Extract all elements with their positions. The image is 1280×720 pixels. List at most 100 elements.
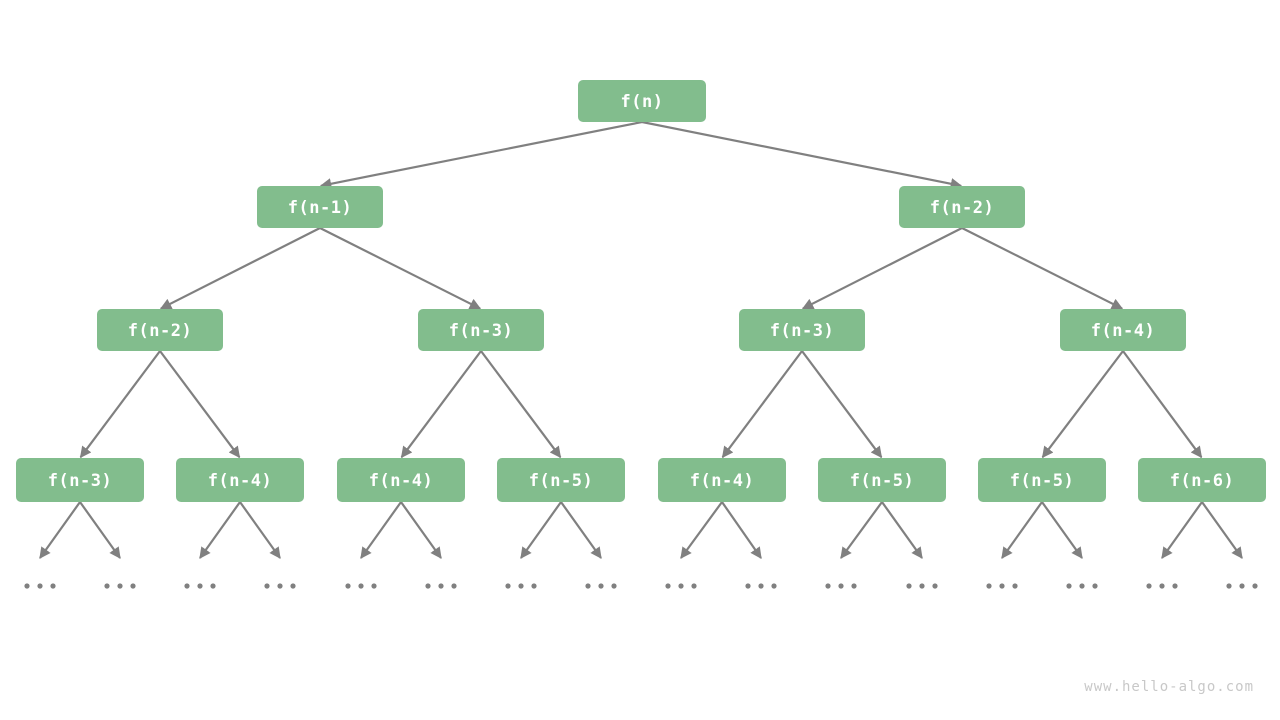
tree-edge	[1041, 350, 1124, 459]
tree-edge	[319, 120, 643, 190]
tree-edge-to-ellipsis	[1201, 501, 1243, 559]
ellipsis-dot	[518, 583, 524, 589]
ellipsis-group	[585, 583, 617, 589]
ellipsis-dot	[345, 583, 351, 589]
tree-node-box	[418, 309, 544, 351]
tree-node[interactable]: f(n-2)	[97, 309, 223, 351]
tree-edge	[801, 350, 883, 459]
tree-node-box	[337, 458, 465, 502]
tree-edge-to-ellipsis	[840, 501, 883, 559]
ellipsis-dot	[37, 583, 43, 589]
tree-node[interactable]: f(n)	[578, 80, 706, 122]
tree-edge	[721, 350, 803, 459]
tree-node[interactable]: f(n-1)	[257, 186, 383, 228]
ellipsis-group	[1066, 583, 1098, 589]
tree-edge	[480, 350, 562, 459]
ellipsis-dot	[999, 583, 1005, 589]
ellipsis-group	[505, 583, 537, 589]
ellipsis-dot	[585, 583, 591, 589]
ellipsis-dot	[104, 583, 110, 589]
tree-node[interactable]: f(n-3)	[16, 458, 144, 502]
ellipsis-group	[1226, 583, 1258, 589]
ellipsis-group	[1146, 583, 1178, 589]
tree-edge	[1122, 350, 1203, 459]
ellipsis-group	[906, 583, 938, 589]
tree-node-label: f(n-3)	[48, 471, 112, 491]
tree-edge	[79, 350, 161, 459]
ellipsis-dot	[425, 583, 431, 589]
tree-edge-to-ellipsis	[560, 501, 602, 559]
tree-node[interactable]: f(n-2)	[899, 186, 1025, 228]
ellipsis-dot	[838, 583, 844, 589]
tree-edge	[400, 350, 482, 459]
tree-node-box	[658, 458, 786, 502]
nodes-layer: f(n) f(n-1) f(n-2) f(n-2) f(n-3) f(n-3) f(n-4)…	[16, 80, 1266, 502]
ellipsis-dot	[264, 583, 270, 589]
ellipsis-dot	[371, 583, 377, 589]
tree-node-box	[578, 80, 706, 122]
ellipsis-dot	[1252, 583, 1258, 589]
tree-edge-to-ellipsis	[39, 501, 81, 559]
tree-node-label: f(n-3)	[449, 321, 513, 341]
ellipsis-group	[104, 583, 136, 589]
tree-node[interactable]: f(n-4)	[337, 458, 465, 502]
tree-node[interactable]: f(n-4)	[658, 458, 786, 502]
edges-layer	[39, 120, 1243, 559]
ellipsis-dot	[531, 583, 537, 589]
tree-node-box	[1060, 309, 1186, 351]
ellipsis-dot	[611, 583, 617, 589]
ellipsis-dot	[691, 583, 697, 589]
ellipsis-dot	[1239, 583, 1245, 589]
tree-node[interactable]: f(n-3)	[739, 309, 865, 351]
ellipsis-dot	[24, 583, 30, 589]
tree-node-box	[899, 186, 1025, 228]
tree-node-label: f(n-5)	[529, 471, 593, 491]
tree-node-box	[497, 458, 625, 502]
ellipsis-dot	[1012, 583, 1018, 589]
tree-edge-to-ellipsis	[680, 501, 723, 559]
tree-node-label: f(n-4)	[690, 471, 754, 491]
ellipsis-dot	[1172, 583, 1178, 589]
ellipsis-dot	[451, 583, 457, 589]
ellipsis-group	[665, 583, 697, 589]
tree-node-label: f(n-3)	[770, 321, 834, 341]
tree-edge	[961, 227, 1124, 310]
ellipsis-dot	[1092, 583, 1098, 589]
ellipsis-dot	[50, 583, 56, 589]
ellipsis-dot	[986, 583, 992, 589]
tree-node[interactable]: f(n-5)	[497, 458, 625, 502]
tree-node-box	[818, 458, 946, 502]
ellipsis-dot	[130, 583, 136, 589]
tree-node-box	[257, 186, 383, 228]
tree-node[interactable]: f(n-5)	[978, 458, 1106, 502]
tree-edge-to-ellipsis	[79, 501, 121, 559]
ellipsis-dot	[851, 583, 857, 589]
tree-node[interactable]: f(n-4)	[1060, 309, 1186, 351]
tree-node-label: f(n-1)	[288, 198, 352, 218]
ellipsis-dot	[438, 583, 444, 589]
tree-edge-to-ellipsis	[360, 501, 402, 559]
tree-node-label: f(n-4)	[208, 471, 272, 491]
ellipsis-dot	[1159, 583, 1165, 589]
tree-node[interactable]: f(n-3)	[418, 309, 544, 351]
tree-node-label: f(n-2)	[930, 198, 994, 218]
tree-edge-to-ellipsis	[1161, 501, 1203, 559]
tree-edge-to-ellipsis	[721, 501, 762, 559]
tree-node-label: f(n-5)	[1010, 471, 1074, 491]
tree-node-box	[739, 309, 865, 351]
tree-node-box	[97, 309, 223, 351]
tree-node[interactable]: f(n-6)	[1138, 458, 1266, 502]
tree-edge	[801, 227, 963, 310]
watermark-label: www.hello-algo.com	[1084, 679, 1254, 695]
tree-node[interactable]: f(n-4)	[176, 458, 304, 502]
tree-edge	[641, 120, 963, 190]
ellipsis-group	[345, 583, 377, 589]
tree-edge-to-ellipsis	[199, 501, 241, 559]
tree-edge-to-ellipsis	[520, 501, 562, 559]
tree-node[interactable]: f(n-5)	[818, 458, 946, 502]
tree-node-box	[1138, 458, 1266, 502]
ellipsis-layer	[24, 583, 1258, 589]
ellipsis-dot	[277, 583, 283, 589]
